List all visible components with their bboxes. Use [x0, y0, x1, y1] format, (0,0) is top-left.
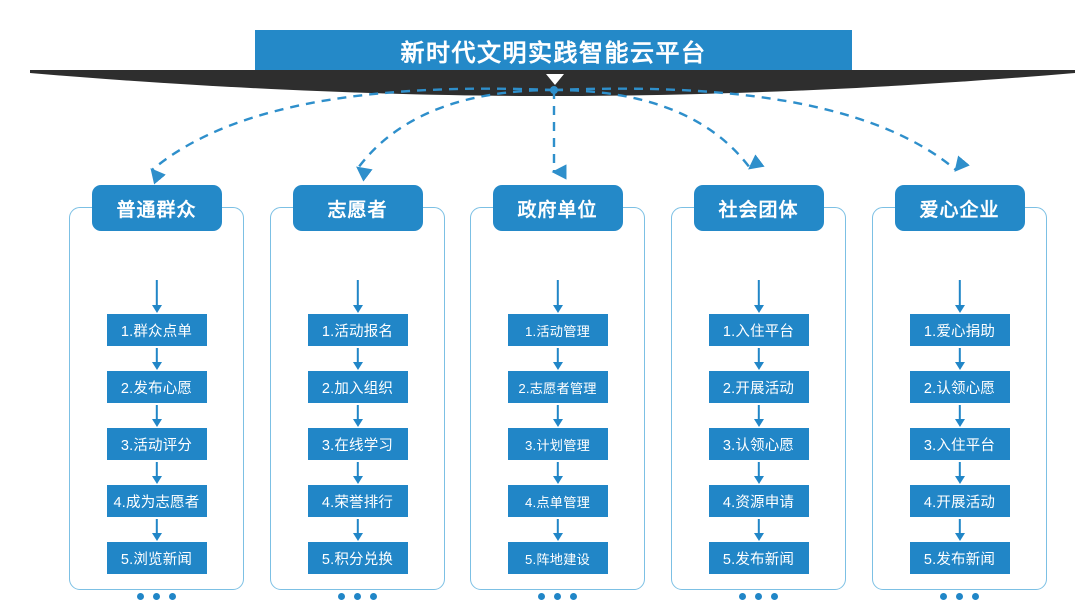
banner-bar — [255, 30, 852, 70]
arrow-down-icon — [553, 403, 563, 428]
arrow-down-icon — [152, 403, 162, 428]
step-list-1: 1.群众点单 2.发布心愿 3.活动评分 4.成为志愿者 5.浏览新闻 — [70, 278, 243, 600]
arrow-down-icon — [754, 278, 764, 314]
column-header-2[interactable]: 志愿者 — [292, 185, 423, 231]
step-item[interactable]: 1.爱心捐助 — [909, 314, 1010, 346]
column-group-5: 爱心企业 1.爱心捐助 2.认领心愿 3.入住平台 4.开展活动 5.发布新闻 — [872, 185, 1047, 600]
step-item[interactable]: 4.点单管理 — [507, 485, 608, 517]
arrow-down-icon — [553, 278, 563, 314]
connector-to-column-1 — [150, 87, 555, 185]
more-ellipsis-icon[interactable] — [137, 593, 176, 600]
step-item[interactable]: 4.成为志愿者 — [106, 485, 207, 517]
arrow-down-icon — [353, 278, 363, 314]
step-item[interactable]: 3.入住平台 — [909, 428, 1010, 460]
step-item[interactable]: 5.浏览新闻 — [106, 542, 207, 574]
step-item[interactable]: 4.资源申请 — [708, 485, 809, 517]
arrow-down-icon — [754, 346, 764, 371]
more-ellipsis-icon[interactable] — [940, 593, 979, 600]
column-group-2: 志愿者 1.活动报名 2.加入组织 3.在线学习 4.荣誉排行 5.积分兑换 — [270, 185, 445, 600]
arrow-down-icon — [553, 346, 563, 371]
arrow-down-icon — [353, 346, 363, 371]
more-ellipsis-icon[interactable] — [338, 593, 377, 600]
arrow-down-icon — [955, 278, 965, 314]
step-item[interactable]: 2.开展活动 — [708, 371, 809, 403]
step-item[interactable]: 5.发布新闻 — [708, 542, 809, 574]
arrow-down-icon — [353, 517, 363, 542]
connector-to-column-2 — [356, 88, 555, 182]
step-item[interactable]: 3.活动评分 — [106, 428, 207, 460]
step-item[interactable]: 3.认领心愿 — [708, 428, 809, 460]
arrow-down-icon — [955, 403, 965, 428]
step-list-3: 1.活动管理 2.志愿者管理 3.计划管理 4.点单管理 5.阵地建设 — [471, 278, 644, 600]
arrow-down-icon — [353, 403, 363, 428]
step-item[interactable]: 1.入住平台 — [708, 314, 809, 346]
arrow-down-icon — [754, 517, 764, 542]
arrow-down-icon — [353, 460, 363, 485]
connector-to-column-4 — [553, 88, 765, 170]
arrow-down-icon — [152, 278, 162, 314]
step-item[interactable]: 2.加入组织 — [307, 371, 408, 403]
step-item[interactable]: 4.荣誉排行 — [307, 485, 408, 517]
step-list-5: 1.爱心捐助 2.认领心愿 3.入住平台 4.开展活动 5.发布新闻 — [873, 278, 1046, 600]
arrow-down-icon — [955, 517, 965, 542]
column-header-3[interactable]: 政府单位 — [492, 185, 623, 231]
step-list-2: 1.活动报名 2.加入组织 3.在线学习 4.荣誉排行 5.积分兑换 — [271, 278, 444, 600]
arrow-down-icon — [152, 517, 162, 542]
column-header-5[interactable]: 爱心企业 — [894, 185, 1025, 231]
step-item[interactable]: 5.阵地建设 — [507, 542, 608, 574]
more-ellipsis-icon[interactable] — [538, 593, 577, 600]
step-item[interactable]: 5.积分兑换 — [307, 542, 408, 574]
step-item[interactable]: 3.在线学习 — [307, 428, 408, 460]
step-item[interactable]: 2.发布心愿 — [106, 371, 207, 403]
step-item[interactable]: 2.认领心愿 — [909, 371, 1010, 403]
arrow-down-icon — [152, 460, 162, 485]
arrow-down-icon — [754, 460, 764, 485]
column-group-3: 政府单位 1.活动管理 2.志愿者管理 3.计划管理 4.点单管理 5.阵地建设 — [470, 185, 645, 600]
column-group-1: 普通群众 1.群众点单 2.发布心愿 3.活动评分 4.成为志愿者 5.浏览新闻 — [69, 185, 244, 600]
step-list-4: 1.入住平台 2.开展活动 3.认领心愿 4.资源申请 5.发布新闻 — [672, 278, 845, 600]
step-item[interactable]: 1.活动管理 — [507, 314, 608, 346]
arrow-down-icon — [152, 346, 162, 371]
arrow-down-icon — [955, 460, 965, 485]
platform-title: 新时代文明实践智能云平台 — [400, 39, 707, 67]
arrow-down-icon — [553, 517, 563, 542]
step-item[interactable]: 2.志愿者管理 — [507, 371, 608, 403]
step-item[interactable]: 5.发布新闻 — [909, 542, 1010, 574]
column-group-4: 社会团体 1.入住平台 2.开展活动 3.认领心愿 4.资源申请 5.发布新闻 — [671, 185, 846, 600]
step-item[interactable]: 1.活动报名 — [307, 314, 408, 346]
step-item[interactable]: 3.计划管理 — [507, 428, 608, 460]
connector-to-column-5 — [553, 87, 970, 172]
column-header-1[interactable]: 普通群众 — [91, 185, 222, 231]
arrow-down-icon — [955, 346, 965, 371]
more-ellipsis-icon[interactable] — [739, 593, 778, 600]
step-item[interactable]: 4.开展活动 — [909, 485, 1010, 517]
platform-banner: 新时代文明实践智能云平台 — [30, 30, 1075, 96]
arrow-down-icon — [553, 460, 563, 485]
step-item[interactable]: 1.群众点单 — [106, 314, 207, 346]
chevron-down-icon — [546, 74, 564, 85]
column-header-4[interactable]: 社会团体 — [693, 185, 824, 231]
arrow-down-icon — [754, 403, 764, 428]
